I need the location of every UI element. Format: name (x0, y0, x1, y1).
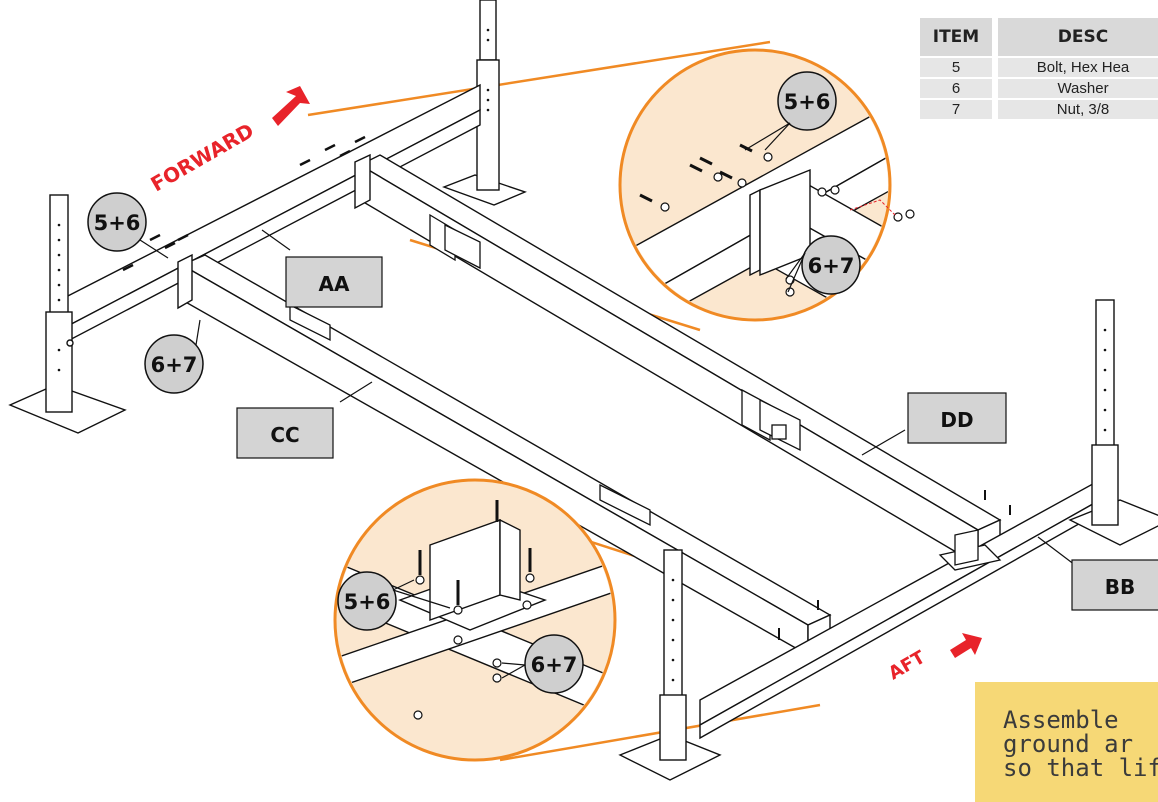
zoom-top-bolts (639, 143, 753, 203)
table-cell-item: 7 (920, 98, 992, 119)
hardware-front-left (122, 135, 366, 272)
table-cell-description: Nut, 3/8 (998, 98, 1158, 119)
parts-table: ITEM DESC 5 Bolt, Hex Hea 6 Washer 7 Nut… (914, 18, 1158, 119)
leg-front-right (618, 549, 722, 781)
bracket-cc-front (289, 303, 331, 342)
callout-6-7-top-text: 6+7 (808, 254, 855, 278)
table-cell-item: 6 (920, 77, 992, 98)
callout-5-6-top-text: 5+6 (784, 90, 831, 114)
zoom-bottom-bolts (418, 500, 532, 605)
note-line: ground ar (1003, 730, 1134, 758)
bracket-dd-mid (741, 388, 801, 452)
column-header-item: ITEM (920, 18, 992, 56)
parts-table-header: ITEM DESC (920, 18, 1158, 56)
forward-indicator: FORWARD (147, 86, 310, 196)
callout-6-7-left-text: 6+7 (151, 353, 198, 377)
label-bb: BB (1071, 559, 1158, 611)
callout-6-7-bottom: 6+7 (524, 634, 584, 694)
callout-5-6-top: 5+6 (777, 71, 837, 131)
aft-arrow-icon (950, 633, 982, 658)
aft-label: AFT (885, 647, 929, 685)
callout-5-6-bottom: 5+6 (337, 571, 397, 631)
column-header-description: DESC (998, 18, 1158, 56)
leg-back-right (1068, 299, 1158, 546)
label-cc: CC (236, 407, 334, 459)
label-dd-text: DD (940, 408, 973, 432)
forward-arrow-icon (272, 86, 310, 126)
table-cell-description: Bolt, Hex Hea (998, 56, 1158, 77)
callout-5-6-left-text: 5+6 (94, 211, 141, 235)
bracket-dd-front (429, 213, 481, 270)
label-cc-text: CC (270, 423, 299, 447)
rear-mount-dd (938, 529, 1002, 571)
table-cell-description: Washer (998, 77, 1158, 98)
label-dd: DD (907, 392, 1007, 444)
table-row: 5 Bolt, Hex Hea (920, 56, 1158, 77)
label-aa: AA (285, 256, 383, 308)
bracket-cc-mid (599, 483, 651, 527)
hardware-rear (778, 490, 1011, 640)
table-row: 7 Nut, 3/8 (920, 98, 1158, 119)
zoom-bottom-washers (413, 573, 535, 720)
table-cell-item: 5 (920, 56, 992, 77)
leaders (261, 229, 1076, 566)
callout-5-6-bottom-text: 5+6 (344, 590, 391, 614)
label-aa-text: AA (319, 272, 350, 296)
callout-6-7-bottom-text: 6+7 (531, 653, 578, 677)
callout-pointers (139, 122, 806, 679)
end-plate-dd (354, 153, 371, 210)
callout-6-7-left: 6+7 (144, 334, 204, 394)
zoom-top-washers (660, 152, 915, 297)
leg-front-left (8, 194, 127, 434)
end-plate-cc (177, 253, 193, 310)
note-line: Assemble (1003, 706, 1119, 734)
leg-back-left (441, 0, 527, 206)
callout-5-6-left: 5+6 (87, 192, 147, 252)
forward-label: FORWARD (147, 118, 258, 196)
note-line: so that lif (1003, 754, 1158, 782)
aft-indicator: AFT (885, 633, 982, 684)
callout-6-7-top: 6+7 (801, 235, 861, 295)
table-row: 6 Washer (920, 77, 1158, 98)
label-bb-text: BB (1105, 575, 1136, 599)
